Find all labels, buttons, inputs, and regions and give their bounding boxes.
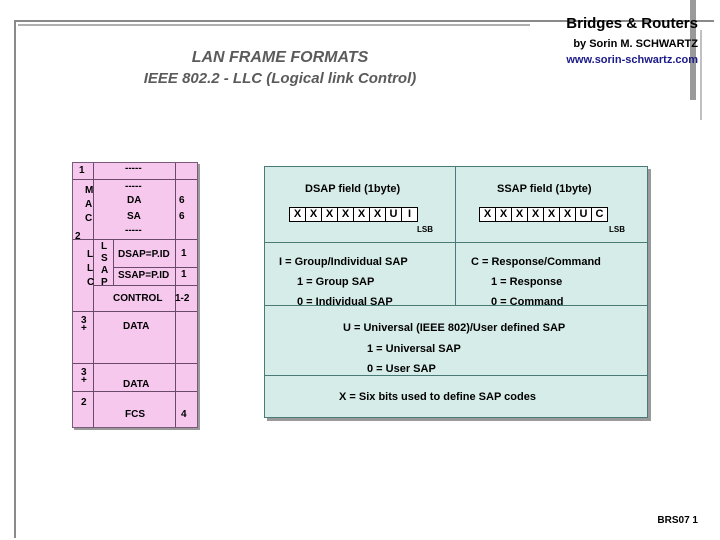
sap-divider	[113, 239, 114, 285]
dsap-title: DSAP field (1byte)	[305, 183, 401, 195]
data-length: 3	[81, 367, 87, 378]
panel-divider-vertical	[455, 167, 456, 305]
ssap-bit-cell: X	[512, 208, 528, 221]
data-field: DATA	[123, 379, 150, 390]
u-bit-definition: U = Universal (IEEE 802)/User defined SA…	[343, 322, 566, 334]
ssap-lsb-label: LSB	[609, 225, 625, 234]
ssap-bit-cell: U	[576, 208, 592, 221]
row-divider	[73, 363, 197, 364]
da-length: 6	[179, 195, 185, 206]
sap-letter: P	[101, 277, 108, 288]
brand-url[interactable]: www.sorin-schwartz.com	[566, 54, 698, 66]
mac-letter: C	[85, 213, 93, 224]
dsap-bit-cell: I	[402, 208, 417, 221]
dsap-bit-cell: X	[338, 208, 354, 221]
ssap-bit-cell: X	[544, 208, 560, 221]
ssap-bit-cell: X	[560, 208, 576, 221]
dsap-bit-cell: X	[306, 208, 322, 221]
llc-letter: L	[87, 249, 94, 260]
row-divider	[73, 239, 197, 240]
dsap-field: DSAP=P.ID	[118, 249, 170, 260]
preamble-label: -----	[125, 163, 142, 174]
data-plus: +	[81, 375, 87, 386]
dsap-bit-cell: X	[354, 208, 370, 221]
ssap-field: SSAP=P.ID	[118, 270, 170, 281]
frame-format-diagram: 1 ----- ----- M A C DA 6 SA 6 ----- 2 L …	[72, 162, 198, 428]
control-length: 1-2	[175, 293, 190, 304]
sap-letter: S	[101, 253, 108, 264]
data-length: 3	[81, 315, 87, 326]
panel-divider	[265, 305, 647, 306]
mac-letter: A	[85, 199, 93, 210]
ssap-title: SSAP field (1byte)	[497, 183, 592, 195]
length-divider	[175, 163, 176, 427]
ssap-bit-cell: X	[480, 208, 496, 221]
brand-title: Bridges & Routers	[566, 15, 698, 32]
page-number: BRS07 1	[657, 515, 698, 526]
llc-divider	[93, 239, 94, 291]
page-title: LAN FRAME FORMATS	[191, 49, 369, 66]
sap-letter: L	[101, 241, 108, 252]
dsap-bit-cell: U	[386, 208, 402, 221]
slide-border-top	[14, 20, 714, 22]
x-bits-definition: X = Six bits used to define SAP codes	[339, 391, 536, 403]
i-bit-one: 1 = Group SAP	[297, 276, 375, 288]
i-bit-definition: I = Group/Individual SAP	[279, 256, 408, 268]
row-divider	[73, 311, 197, 312]
header-rule	[18, 24, 530, 26]
sa-field: SA	[127, 211, 141, 222]
dsap-lsb-label: LSB	[417, 225, 433, 234]
corner-rule-secondary	[700, 30, 702, 120]
dsap-bit-cell: X	[290, 208, 306, 221]
mac-dash-top: -----	[125, 181, 142, 192]
c-bit-zero: 0 = Command	[491, 296, 564, 308]
ssap-bit-cell: X	[496, 208, 512, 221]
row-divider	[93, 285, 197, 286]
preamble-length: 1	[79, 165, 85, 176]
data-plus: +	[81, 323, 87, 334]
da-field: DA	[127, 195, 142, 206]
mac-letter: M	[85, 185, 94, 196]
c-bit-definition: C = Response/Command	[471, 256, 601, 268]
panel-divider	[265, 242, 647, 243]
fcs-field: FCS	[125, 409, 145, 420]
row-divider	[73, 391, 197, 392]
corner-rule	[690, 0, 696, 100]
mac-length: 2	[75, 231, 81, 242]
page-subtitle: IEEE 802.2 - LLC (Logical link Control)	[143, 70, 417, 87]
dsap-bit-cell: X	[322, 208, 338, 221]
dsap-bit-cell: X	[370, 208, 386, 221]
dsap-length: 1	[181, 248, 187, 259]
panel-divider	[265, 375, 647, 376]
data-field: DATA	[123, 321, 150, 332]
row-divider	[113, 267, 197, 268]
slide-border-left	[14, 20, 16, 538]
fcs-length: 4	[181, 409, 187, 420]
llc-letter: L	[87, 263, 94, 274]
mac-dash-bottom: -----	[125, 225, 142, 236]
row-divider	[73, 179, 197, 180]
ssap-length: 1	[181, 269, 187, 280]
llc-letter: C	[87, 277, 95, 288]
c-bit-one: 1 = Response	[491, 276, 563, 288]
ssap-bit-cell: X	[528, 208, 544, 221]
ssap-bit-cell: C	[592, 208, 607, 221]
u-bit-one: 1 = Universal SAP	[367, 343, 461, 355]
sa-length: 6	[179, 211, 185, 222]
fcs-prefix-length: 2	[81, 397, 87, 408]
i-bit-zero: 0 = Individual SAP	[297, 296, 393, 308]
u-bit-zero: 0 = User SAP	[367, 363, 436, 375]
brand-author: by Sorin M. SCHWARTZ	[573, 38, 698, 50]
sap-letter: A	[101, 265, 109, 276]
column-divider	[93, 163, 94, 427]
control-field: CONTROL	[113, 293, 163, 304]
